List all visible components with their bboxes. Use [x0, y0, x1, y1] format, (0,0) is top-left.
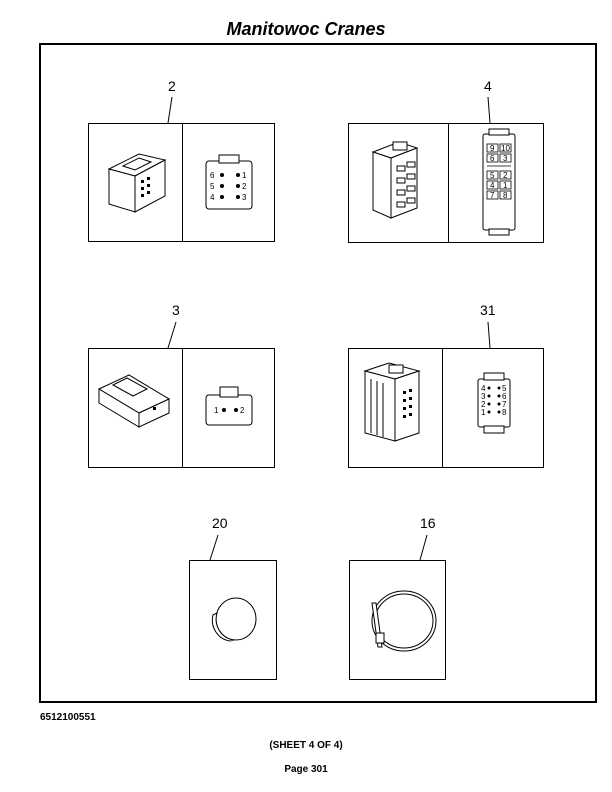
pin-label: 5 — [502, 384, 507, 393]
sheet-indicator: (SHEET 4 OF 4) — [269, 740, 343, 751]
pin-label: 1 — [503, 181, 508, 190]
connector-2-pin-drawing — [97, 374, 171, 428]
pin-label: 1 — [214, 406, 219, 415]
pin-label: 3 — [242, 193, 247, 202]
illustration-frame — [39, 43, 597, 703]
pin-label: 5 — [210, 182, 215, 191]
connector-2-pin-face: 1 2 — [205, 386, 253, 426]
pin-label: 2 — [240, 406, 245, 415]
callout-4: 4 — [484, 78, 492, 94]
pin-label: 3 — [503, 154, 508, 163]
pin-label: 1 — [481, 408, 486, 417]
pin-label: 5 — [490, 171, 495, 180]
part-16-cable-tie — [349, 560, 446, 680]
pin-label: 3 — [481, 392, 486, 401]
callout-31: 31 — [480, 302, 496, 318]
part-2-connector-6-pin: 6 1 5 2 4 3 — [88, 123, 275, 242]
pin-label: 2 — [481, 400, 486, 409]
pin-label: 4 — [210, 193, 215, 202]
part-31-connector-8-pin: 4 5 3 6 2 7 1 8 — [348, 348, 544, 468]
connector-6-pin-drawing — [107, 153, 167, 213]
plug-drawing — [211, 597, 257, 642]
page-number: Page 301 — [284, 764, 328, 775]
pin-label: 6 — [490, 154, 495, 163]
pin-label: 7 — [502, 400, 507, 409]
pin-label: 4 — [490, 181, 495, 190]
pin-label: 6 — [502, 392, 507, 401]
part-3-connector-2-pin: 1 2 — [88, 348, 275, 468]
pin-label: 10 — [501, 144, 510, 153]
part-20-plug — [189, 560, 277, 680]
part-4-connector-10-pin: 9 10 6 3 5 2 4 1 7 8 — [348, 123, 544, 243]
pin-label: 8 — [502, 408, 507, 417]
connector-10-pin-drawing — [371, 141, 419, 219]
pin-label: 7 — [490, 191, 495, 200]
document-number: 6512100551 — [40, 712, 96, 723]
pin-label: 2 — [242, 182, 247, 191]
callout-2: 2 — [168, 78, 176, 94]
callout-16: 16 — [420, 515, 436, 531]
connector-8-pin-drawing — [363, 362, 421, 442]
pin-label: 2 — [503, 171, 508, 180]
pin-label: 6 — [210, 171, 215, 180]
pin-label: 1 — [242, 171, 247, 180]
callout-20: 20 — [212, 515, 228, 531]
pin-label: 9 — [490, 144, 495, 153]
connector-6-pin-face: 6 1 5 2 4 3 — [205, 154, 253, 210]
page-title: Manitowoc Cranes — [226, 19, 386, 39]
connector-10-pin-face: 9 10 6 3 5 2 4 1 7 8 — [482, 128, 516, 236]
pin-label: 4 — [481, 384, 486, 393]
pin-label: 8 — [503, 191, 508, 200]
cable-tie-drawing — [371, 590, 437, 652]
callout-3: 3 — [172, 302, 180, 318]
connector-8-pin-face: 4 5 3 6 2 7 1 8 — [477, 372, 511, 434]
